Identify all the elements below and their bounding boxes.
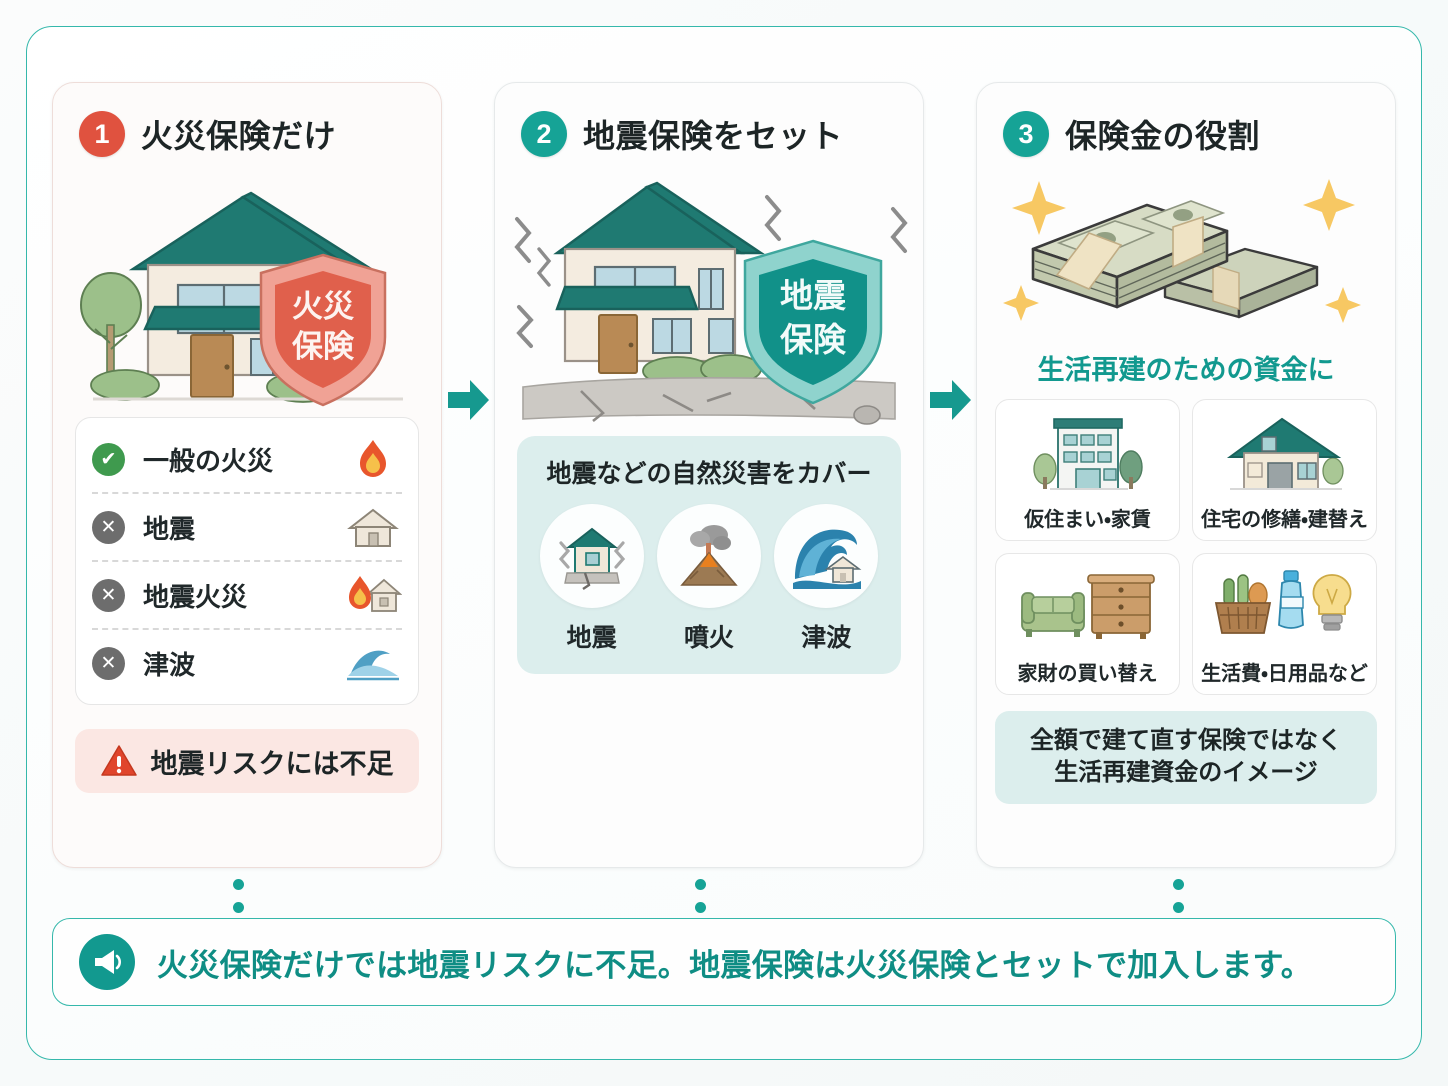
house-with-fire-shield-illustration: 火災 保険 <box>80 191 403 407</box>
cover-item: 地震 <box>539 504 644 654</box>
volcano-icon <box>656 504 761 608</box>
cross-icon: ✕ <box>92 510 125 544</box>
coverage-row: ✔ 一般の火災 <box>92 426 402 492</box>
panel-3-title: 保険金の役割 <box>1065 118 1261 154</box>
cross-icon: ✕ <box>92 646 125 680</box>
usage-card: 住宅の修繕・建替え <box>1192 399 1377 541</box>
natural-disaster-cover-box: 地震などの自然災害をカバー <box>517 436 901 674</box>
cover-item: 噴火 <box>656 504 761 654</box>
coverage-label: 地震火災 <box>143 581 248 612</box>
groceries-icon <box>1193 554 1376 657</box>
coverage-row: ✕ 津波 <box>92 628 402 696</box>
shaking-house-icon <box>539 504 644 608</box>
shield-1-line1: 火災 <box>292 289 355 324</box>
summary-banner: 火災保険だけでは地震リスクに不足。地震保険は火災保険とセットで加入します。 <box>52 918 1396 1006</box>
shield-1-line2: 保険 <box>292 329 355 364</box>
coverage-label: 一般の火災 <box>143 445 274 476</box>
panel-1-title: 火災保険だけ <box>141 118 337 154</box>
arrow-gap-2 <box>924 82 976 868</box>
panel-2-title: 地震保険をセット <box>583 118 844 154</box>
cover-items: 地震 <box>533 504 885 654</box>
cover-label: 地震 <box>566 624 617 652</box>
dot <box>1173 902 1184 913</box>
arrow-gap-1 <box>442 82 494 868</box>
panel-earthquake-insurance-set: 2 地震保険をセット <box>494 82 924 936</box>
dot <box>1173 879 1184 890</box>
panel-3-header: 3 保険金の役割 <box>977 83 1395 157</box>
dot <box>233 902 244 913</box>
fire-icon <box>344 436 402 482</box>
panel-2-number-badge: 2 <box>521 111 567 157</box>
panel-1-number-badge: 1 <box>79 111 125 157</box>
coverage-row: ✕ 地震火災 <box>92 560 403 628</box>
megaphone-icon <box>79 934 135 990</box>
dot <box>695 879 706 890</box>
panel-1-illustration: 火災 保険 <box>53 157 441 407</box>
alert-triangle-icon <box>100 745 137 776</box>
payout-usage-grid: 仮住まい・家賃 <box>995 399 1377 695</box>
panels-row: 1 火災保険だけ <box>52 82 1396 936</box>
check-icon: ✔ <box>92 442 125 476</box>
usage-label: 仮住まい・家賃 <box>1024 509 1151 531</box>
panel-3-number-badge: 3 <box>1003 111 1049 157</box>
sparkle-icon <box>1003 179 1361 323</box>
dot <box>695 902 706 913</box>
note-line-2: 生活再建資金のイメージ <box>1054 759 1318 787</box>
furniture-icon <box>996 554 1179 657</box>
cash-bundles-illustration <box>1003 179 1361 323</box>
panel-3-illustration <box>977 157 1395 342</box>
tsunami-house-icon <box>774 504 879 608</box>
usage-label: 家財の買い替え <box>1017 663 1158 685</box>
house-repair-icon <box>1193 400 1376 503</box>
cover-label: 噴火 <box>683 624 734 652</box>
payout-note: 全額で建て直す保険ではなく 生活再建資金のイメージ <box>995 711 1377 804</box>
coverage-row: ✕ 地震 <box>92 492 402 560</box>
fire-house-icon <box>344 572 403 618</box>
usage-label: 住宅の修繕・建替え <box>1201 509 1368 531</box>
shield-2-line1: 地震 <box>780 277 846 314</box>
usage-card: 仮住まい・家賃 <box>995 399 1180 541</box>
panel-1-header: 1 火災保険だけ <box>53 83 441 157</box>
coverage-list: ✔ 一般の火災 ✕ 地震 <box>75 417 419 705</box>
arrow-1-to-2 <box>448 378 490 422</box>
coverage-label: 津波 <box>143 649 196 680</box>
wave-icon <box>344 640 402 686</box>
arrow-2-to-3 <box>930 378 972 422</box>
coverage-label: 地震 <box>143 513 196 544</box>
cover-item: 津波 <box>774 504 879 654</box>
house-icon <box>344 504 402 550</box>
panel-2-header: 2 地震保険をセット <box>495 83 923 157</box>
cover-title: 地震などの自然災害をカバー <box>546 460 872 488</box>
dot <box>233 879 244 890</box>
shaking-house-with-earthquake-shield-illustration: 地震 保険 <box>514 181 908 425</box>
usage-label: 生活費・日用品など <box>1201 663 1368 685</box>
cross-icon: ✕ <box>92 578 125 612</box>
panel-insurance-payout-role: 3 保険金の役割 <box>976 82 1396 936</box>
warning-text: 地震リスクには不足 <box>150 748 394 779</box>
panel-fire-insurance-only: 1 火災保険だけ <box>52 82 442 936</box>
note-line-1: 全額で建て直す保険ではなく <box>1030 727 1342 754</box>
usage-card: 生活費・日用品など <box>1192 553 1377 695</box>
shield-2-line2: 保険 <box>780 321 847 358</box>
summary-text: 火災保険だけでは地震リスクに不足。地震保険は火災保険とセットで加入します。 <box>157 947 1312 983</box>
apartment-icon <box>996 400 1179 503</box>
cover-label: 津波 <box>801 624 852 652</box>
usage-card: 家財の買い替え <box>995 553 1180 695</box>
payout-usage-title: 生活再建のための資金に <box>1037 355 1335 385</box>
panel-2-illustration: 地震 保険 <box>495 157 923 425</box>
warning-banner: 地震リスクには不足 <box>75 729 419 793</box>
